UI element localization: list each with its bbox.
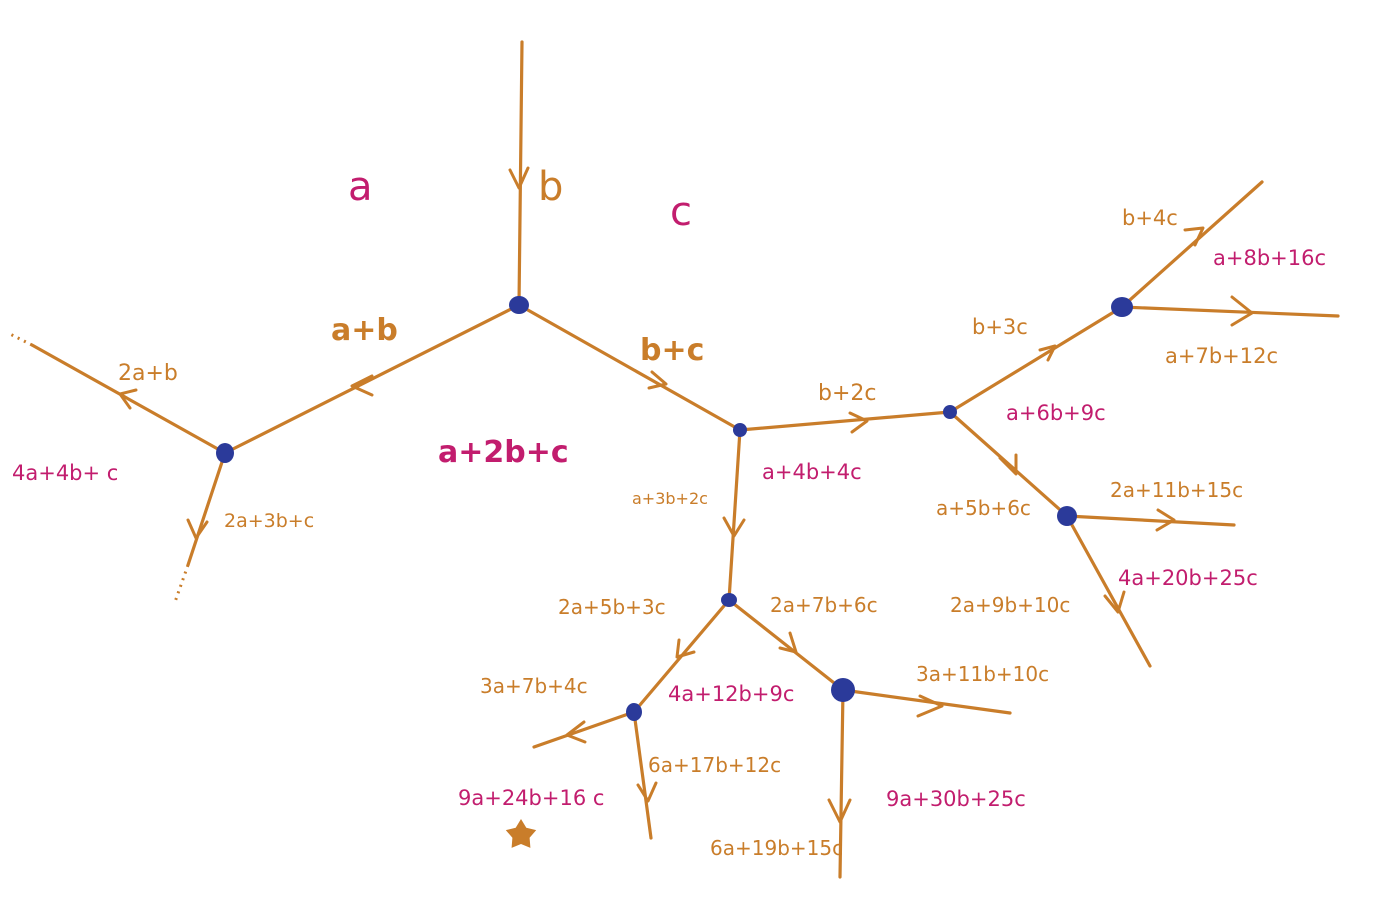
edge-2a-7b-6c <box>727 598 845 692</box>
region-label-9a-24b-16c: 9a+24b+16 c <box>458 786 604 810</box>
vertex <box>831 678 855 702</box>
region-labels: a c a+2b+c 4a+4b+ c a+4b+4c a+6b+9c a+8b… <box>12 164 1326 811</box>
edge-label-2a-b: 2a+b <box>118 361 178 386</box>
edge-label-b-3c: b+3c <box>972 315 1028 339</box>
edge-label-2a-7b-6c: 2a+7b+6c <box>770 593 878 617</box>
edge-2a-b-dotted <box>9 332 33 347</box>
arrow-3a-11b-10c <box>916 694 944 718</box>
edge-label-a-b: a+b <box>331 313 398 348</box>
arrow-2a-3b-c <box>186 518 209 540</box>
edge-a-7b-12c <box>1120 305 1340 318</box>
edge-b-3c <box>948 305 1124 414</box>
edge-2a-b <box>30 343 227 455</box>
edge-3a-11b-10c <box>841 688 1012 715</box>
arrow-6a-17b-12c <box>636 781 658 803</box>
arrow-a-5b-6c <box>998 453 1018 476</box>
edge-label-2a-3b-c: 2a+3b+c <box>224 510 314 532</box>
arrow-2a-11b-15c <box>1155 508 1176 532</box>
arrow-6a-19b-15c <box>827 798 852 824</box>
arrow-2a-5b-3c <box>675 638 696 659</box>
arrow-2a-b <box>118 388 138 410</box>
edges <box>9 40 1340 879</box>
edge-label-3a-7b-4c: 3a+7b+4c <box>480 674 588 698</box>
vertex <box>1057 506 1077 526</box>
region-label-a: a <box>348 164 373 210</box>
arrow-a-7b-12c <box>1230 295 1254 327</box>
edge-label-2a-9b-10c: 2a+9b+10c <box>950 593 1070 617</box>
edge-3a-7b-4c <box>532 710 636 749</box>
edge-label-a-5b-6c: a+5b+6c <box>936 496 1031 520</box>
vertex <box>733 423 747 437</box>
edge-a-b <box>223 303 521 455</box>
edge-label-2a-5b-3c: 2a+5b+3c <box>558 595 666 619</box>
arrow-a-3b-2c <box>722 516 746 538</box>
edge-b-2c <box>738 410 952 432</box>
vertices <box>216 296 1133 721</box>
vertex <box>216 443 234 463</box>
edge-labels: b a+b b+c 2a+b 2a+3b+c b+2c b+3c b+4c a+… <box>118 164 1278 860</box>
edge-6a-17b-12c <box>632 710 653 840</box>
edge-2a-11b-15c <box>1065 514 1236 527</box>
region-label-a-2b-c: a+2b+c <box>438 435 569 470</box>
star-icon <box>505 819 537 848</box>
edge-label-a-7b-12c: a+7b+12c <box>1165 344 1278 368</box>
region-label-a-8b-16c: a+8b+16c <box>1213 246 1326 270</box>
arrow-b-2c <box>848 411 869 434</box>
region-label-4a-12b-9c: 4a+12b+9c <box>668 682 794 706</box>
arrow-2a-9b-10c <box>1103 590 1126 614</box>
edge-label-6a-19b-15c: 6a+19b+15c <box>710 836 843 860</box>
edge-a-3b-2c <box>727 428 742 602</box>
edge-a-5b-6c <box>948 410 1069 518</box>
vertex <box>721 593 737 607</box>
region-label-a-6b-9c: a+6b+9c <box>1006 401 1106 425</box>
region-label-c: c <box>670 189 692 235</box>
arrow-3a-7b-4c <box>565 720 587 744</box>
vertex <box>943 405 957 419</box>
edge-label-6a-17b-12c: 6a+17b+12c <box>648 753 781 777</box>
edge-2a-3b-c <box>186 451 227 567</box>
edge-b <box>517 40 524 307</box>
arrow-b-4c <box>1183 226 1205 247</box>
edge-b-4c <box>1120 180 1264 309</box>
edge-2a-3b-c-dotted <box>173 564 190 603</box>
region-label-9a-30b-25c: 9a+30b+25c <box>886 787 1026 811</box>
region-label-4a-20b-25c: 4a+20b+25c <box>1118 566 1258 590</box>
edge-label-3a-11b-10c: 3a+11b+10c <box>916 662 1049 686</box>
edge-label-b-2c: b+2c <box>818 381 877 406</box>
edge-label-b: b <box>538 164 563 210</box>
edge-label-b-c: b+c <box>640 333 704 368</box>
vertex <box>509 296 529 314</box>
vertex <box>1111 297 1133 317</box>
arrowheads <box>118 166 1254 824</box>
edge-6a-19b-15c <box>838 688 845 879</box>
edge-label-2a-11b-15c: 2a+11b+15c <box>1110 478 1243 502</box>
edge-2a-9b-10c <box>1065 514 1152 668</box>
edge-label-b-4c: b+4c <box>1122 206 1178 230</box>
arrow-2a-7b-6c <box>778 631 798 654</box>
edge-label-a-3b-2c: a+3b+2c <box>632 489 708 508</box>
edge-b-c <box>517 303 742 432</box>
arrow-b <box>508 166 530 190</box>
region-label-a-4b-4c: a+4b+4c <box>762 460 862 484</box>
region-label-4a-4b-c: 4a+4b+ c <box>12 461 118 485</box>
arrow-b-3c <box>1038 344 1057 362</box>
arrow-b-c <box>647 370 668 390</box>
vertex <box>626 703 642 721</box>
arrow-a-b <box>350 374 374 397</box>
